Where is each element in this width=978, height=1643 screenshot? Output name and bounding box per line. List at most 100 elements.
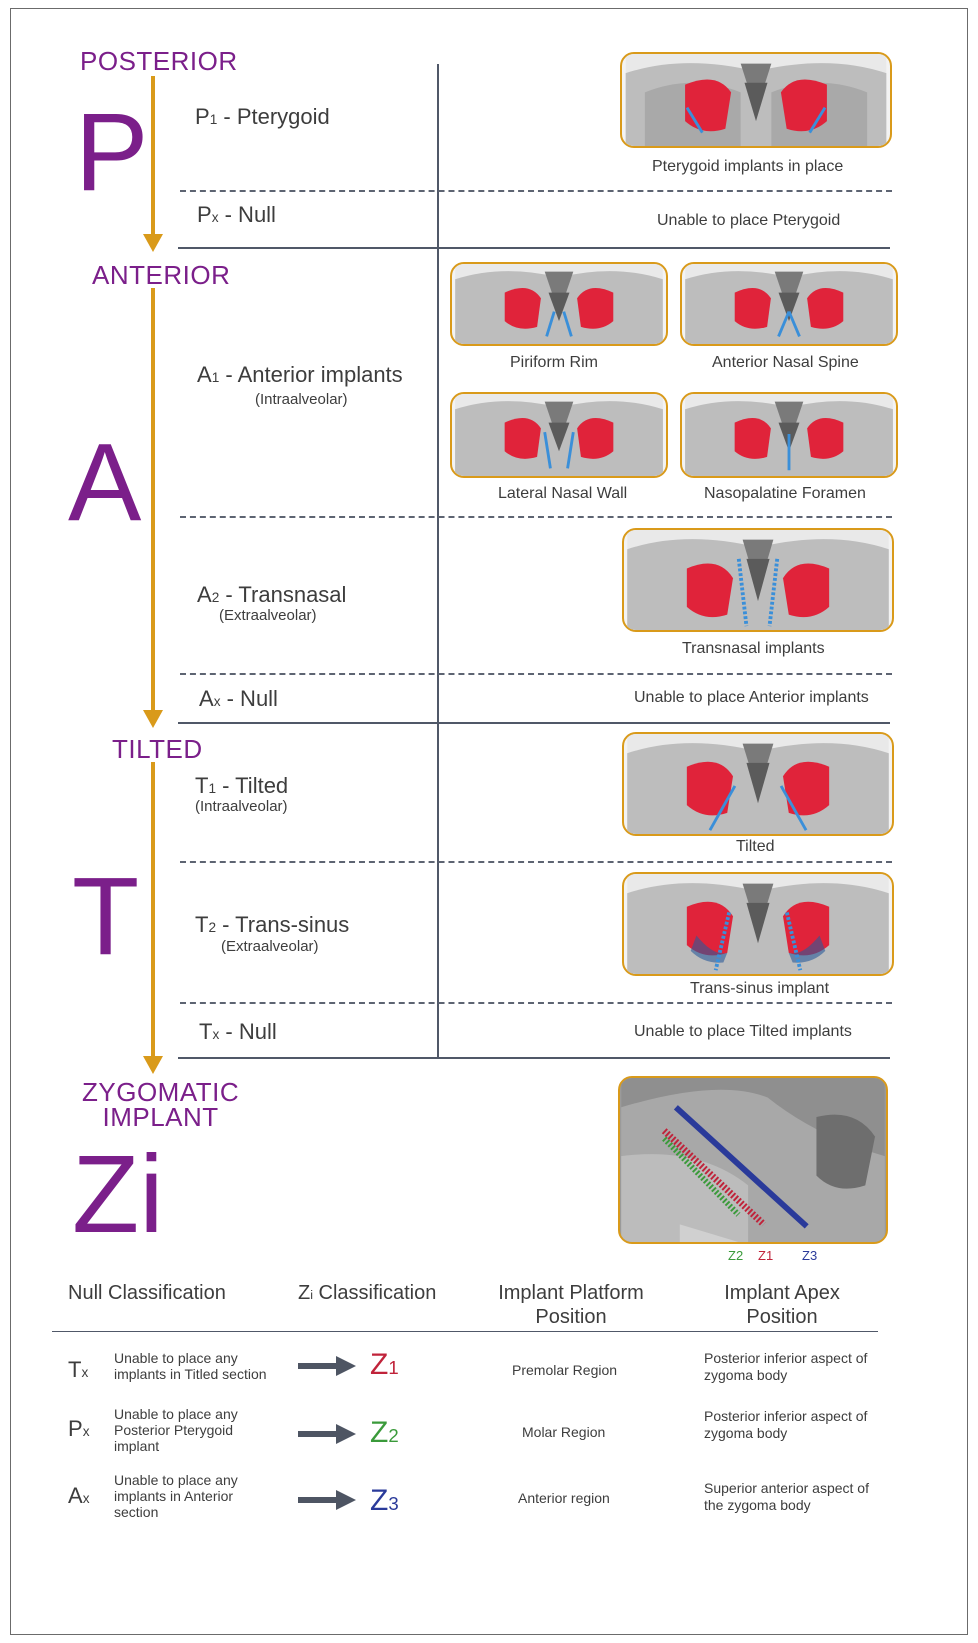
skull-pterygoid-illustration bbox=[622, 54, 890, 146]
image-pterygoid bbox=[620, 52, 892, 148]
section-divider-tilted bbox=[178, 1057, 890, 1059]
table-row-1-code-main: T bbox=[68, 1357, 81, 1382]
table-row-3-z-sub: 3 bbox=[388, 1493, 398, 1514]
skull-lateral-wall-illustration bbox=[452, 394, 666, 476]
table-row-1-code-sub: x bbox=[81, 1365, 88, 1380]
stage-arrow-anterior bbox=[151, 288, 155, 712]
divider-t2-tx bbox=[180, 1002, 892, 1004]
skull-zygomatic-illustration bbox=[620, 1078, 886, 1242]
table-row-1-arrow bbox=[298, 1356, 356, 1381]
table-header-platform: Implant Platform Position bbox=[493, 1281, 649, 1329]
table-row-3-apex: Superior anterior aspect of the zygoma b… bbox=[704, 1480, 876, 1514]
table-row-2-z-main: Z bbox=[370, 1416, 388, 1449]
class-t1-note: (Intraalveolar) bbox=[195, 798, 288, 815]
caption-pterygoid: Pterygoid implants in place bbox=[652, 158, 843, 176]
stage-arrow-head-posterior bbox=[143, 234, 163, 252]
stage-label-zygomatic-line1: ZYGOMATIC bbox=[82, 1080, 239, 1105]
class-px-label: - Null bbox=[219, 202, 276, 227]
caption-tilted: Tilted bbox=[736, 838, 775, 856]
table-row-2-platform: Molar Region bbox=[522, 1424, 605, 1441]
table-header-null: Null Classification bbox=[68, 1281, 226, 1305]
class-t1-label: - Tilted bbox=[216, 773, 288, 798]
class-p1-label: - Pterygoid bbox=[217, 104, 330, 129]
stage-label-zygomatic-line2: IMPLANT bbox=[82, 1105, 239, 1130]
column-divider bbox=[437, 64, 439, 1058]
caption-ax-null: Unable to place Anterior implants bbox=[634, 689, 869, 707]
table-row-1-z: Z1 bbox=[370, 1348, 399, 1382]
table-row-3-code-sub: x bbox=[83, 1491, 90, 1506]
class-a1-label: - Anterior implants bbox=[219, 362, 402, 387]
table-row-2-code-sub: x bbox=[83, 1424, 90, 1439]
table-header-zi-main: Z bbox=[298, 1282, 310, 1304]
class-p1: P1 - Pterygoid bbox=[195, 104, 330, 130]
stage-arrow-tilted bbox=[151, 762, 155, 1058]
section-divider-anterior bbox=[178, 722, 890, 724]
table-row-2-arrow bbox=[298, 1424, 356, 1449]
table-row-1-z-main: Z bbox=[370, 1348, 388, 1381]
stage-label-posterior: POSTERIOR bbox=[80, 46, 238, 77]
table-row-1-apex: Posterior inferior aspect of zygoma body bbox=[704, 1350, 874, 1384]
class-t1-sub: 1 bbox=[208, 781, 216, 796]
class-t1: T1 - Tilted bbox=[195, 773, 288, 799]
stage-label-anterior: ANTERIOR bbox=[92, 260, 230, 291]
class-p1-code: P bbox=[195, 104, 210, 129]
class-px-code: P bbox=[197, 202, 212, 227]
table-row-2-z: Z2 bbox=[370, 1416, 399, 1450]
divider-a1-a2 bbox=[180, 516, 892, 518]
image-nasopalatine-foramen bbox=[680, 392, 898, 478]
class-tx: Tx - Null bbox=[199, 1019, 277, 1045]
stage-arrow-head-anterior bbox=[143, 710, 163, 728]
class-a1-code: A bbox=[197, 362, 212, 387]
divider-t1-t2 bbox=[180, 861, 892, 863]
stage-arrow-head-tilted bbox=[143, 1056, 163, 1074]
table-row-3-arrow bbox=[298, 1490, 356, 1515]
table-row-1-z-sub: 1 bbox=[388, 1357, 398, 1378]
stage-letter-zi: Zi bbox=[72, 1140, 164, 1250]
table-row-3-platform: Anterior region bbox=[518, 1490, 610, 1507]
class-px-sub: x bbox=[212, 210, 219, 225]
image-zygomatic bbox=[618, 1076, 888, 1244]
image-lateral-nasal-wall bbox=[450, 392, 668, 478]
image-piriform-rim bbox=[450, 262, 668, 346]
image-tilted bbox=[622, 732, 894, 836]
caption-transnasal: Transnasal implants bbox=[682, 640, 825, 658]
table-row-2-code-main: P bbox=[68, 1416, 83, 1441]
class-t2-label: - Trans-sinus bbox=[216, 912, 349, 937]
skull-nasopalatine-illustration bbox=[682, 394, 896, 476]
table-row-3-code-main: A bbox=[68, 1483, 83, 1508]
skull-piriform-illustration bbox=[452, 264, 666, 344]
class-ax-code: A bbox=[199, 686, 214, 711]
zygoma-label-z2: Z2 bbox=[728, 1248, 743, 1263]
class-t2-note: (Extraalveolar) bbox=[221, 938, 319, 955]
stage-letter-p: P bbox=[75, 98, 148, 208]
table-row-2-z-sub: 2 bbox=[388, 1425, 398, 1446]
skull-trans-sinus-illustration bbox=[624, 874, 892, 974]
caption-anterior-nasal-spine: Anterior Nasal Spine bbox=[712, 354, 859, 372]
caption-piriform-rim: Piriform Rim bbox=[510, 354, 598, 372]
stage-label-zygomatic: ZYGOMATIC IMPLANT bbox=[82, 1080, 239, 1129]
divider-a2-ax bbox=[180, 673, 892, 675]
caption-lateral-nasal-wall: Lateral Nasal Wall bbox=[498, 485, 627, 503]
caption-nasopalatine-foramen: Nasopalatine Foramen bbox=[704, 485, 866, 503]
stage-label-tilted: TILTED bbox=[112, 734, 203, 765]
stage-arrow-posterior bbox=[151, 76, 155, 236]
skull-transnasal-illustration bbox=[624, 530, 892, 630]
class-tx-label: - Null bbox=[219, 1019, 276, 1044]
table-row-2-desc: Unable to place any Posterior Pterygoid … bbox=[114, 1406, 264, 1454]
class-a1: A1 - Anterior implants bbox=[197, 362, 403, 388]
class-a2: A2 - Transnasal bbox=[197, 582, 346, 608]
zygoma-label-z1: Z1 bbox=[758, 1248, 773, 1263]
caption-px-null: Unable to place Pterygoid bbox=[657, 212, 840, 230]
table-row-1-platform: Premolar Region bbox=[512, 1362, 617, 1379]
class-px: Px - Null bbox=[197, 202, 276, 228]
divider-p1-px bbox=[180, 190, 892, 192]
skull-tilted-illustration bbox=[624, 734, 892, 834]
table-row-2-code: Px bbox=[68, 1416, 90, 1442]
class-t1-code: T bbox=[195, 773, 208, 798]
table-header-zi-rest: Classification bbox=[313, 1282, 436, 1304]
image-transnasal bbox=[622, 528, 894, 632]
table-row-3-z-main: Z bbox=[370, 1484, 388, 1517]
table-header-divider bbox=[52, 1331, 878, 1332]
stage-letter-t: T bbox=[72, 862, 139, 972]
caption-trans-sinus: Trans-sinus implant bbox=[690, 980, 829, 998]
